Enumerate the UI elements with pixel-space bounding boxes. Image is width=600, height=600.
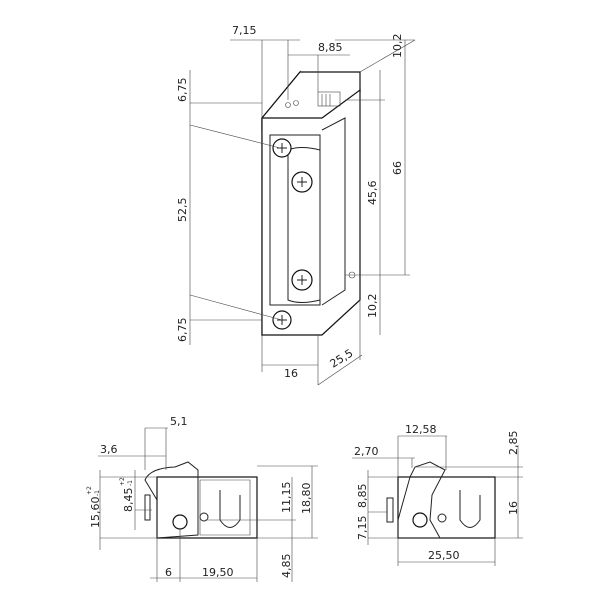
dim-7-15: 7,15 — [356, 516, 369, 541]
latch-hatched — [144, 461, 199, 539]
section-body — [156, 476, 258, 539]
screw-icon — [272, 138, 292, 158]
dim-3-6: 3,6 — [100, 443, 118, 456]
left-section-dimension-labels: 5,1 3,6 15,60 +2 -1 8,45 +2 -1 11,15 18,… — [86, 415, 313, 579]
dim-25-5: 25,5 — [328, 347, 356, 371]
top-view-dimension-lines — [189, 39, 416, 386]
right-section-dimension-labels: 12,58 2,70 2,85 8,85 7,15 16 25,50 — [354, 423, 520, 562]
tol-minus: -1 — [94, 490, 101, 496]
latch-tip — [144, 494, 151, 521]
trigger-hook — [459, 490, 481, 528]
dim-11-15: 11,15 — [280, 482, 293, 514]
dim-8-85: 8,85 — [356, 484, 369, 509]
left-section-dimension-lines — [98, 427, 318, 582]
dim-6-75-top: 6,75 — [176, 78, 189, 103]
section-view-right — [386, 461, 496, 539]
dim-15-60: 15,60 — [89, 497, 102, 529]
dim-7-15: 7,15 — [232, 24, 257, 37]
latch-tip — [386, 497, 394, 523]
tol-plus: +2 — [119, 477, 126, 486]
dim-6: 6 — [165, 566, 172, 579]
screw-icon — [291, 171, 313, 193]
strike-isometric-view — [261, 70, 361, 337]
section-body — [397, 476, 496, 539]
tol-plus: +2 — [86, 486, 93, 495]
dim-2-70: 2,70 — [354, 445, 379, 458]
right-section-dimension-lines — [352, 435, 523, 566]
dim-66: 66 — [391, 161, 404, 175]
dim-6-75-bottom: 6,75 — [176, 318, 189, 343]
latch-side — [321, 117, 346, 306]
latch-hatched-open — [397, 461, 446, 539]
dim-16: 16 — [284, 367, 298, 380]
spring-pin — [437, 513, 447, 523]
dim-25-50: 25,50 — [428, 549, 460, 562]
top-connector — [317, 91, 341, 107]
pivot-pin — [172, 514, 188, 530]
dim-16: 16 — [507, 501, 520, 515]
dim-52-5: 52,5 — [176, 198, 189, 223]
dim-12-58: 12,58 — [405, 423, 437, 436]
section-view-left — [144, 461, 258, 539]
top-hole — [285, 102, 291, 108]
dim-19-50: 19,50 — [202, 566, 234, 579]
dim-5-1: 5,1 — [170, 415, 188, 428]
top-hole — [293, 100, 299, 106]
screw-icon — [291, 269, 313, 291]
latch-cover — [287, 147, 321, 303]
tol-minus: -1 — [127, 480, 134, 486]
dim-18-80: 18,80 — [300, 483, 313, 515]
dim-45-6: 45,6 — [366, 181, 379, 206]
pivot-pin — [412, 512, 428, 528]
dim-2-85: 2,85 — [507, 431, 520, 456]
dim-10-2-bottom: 10,2 — [366, 294, 379, 319]
dim-4-85: 4,85 — [280, 554, 293, 579]
dim-8-45: 8,45 — [122, 488, 135, 513]
dim-10-2-top: 10,2 — [391, 34, 404, 59]
dim-8-85: 8,85 — [318, 41, 343, 54]
